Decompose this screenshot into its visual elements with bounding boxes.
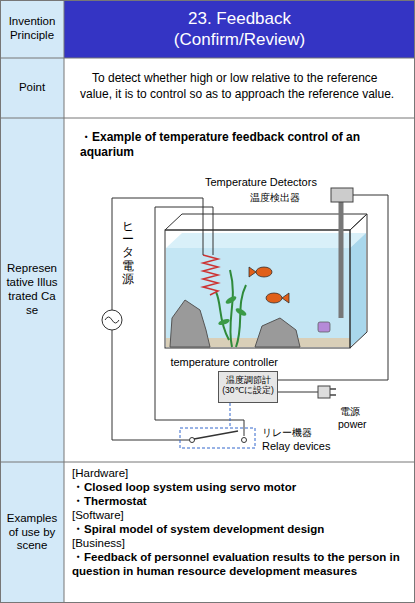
title-band: 23. Feedback (Confirm/Review) [64, 0, 415, 58]
plug-prongs [330, 389, 336, 395]
example-item: ・Closed loop system using servo motor [72, 480, 407, 494]
water-plant [216, 270, 246, 347]
grid-line [0, 118, 415, 119]
controller-box: temperature controller 温度調節計 (30℃に設定) [160, 356, 278, 403]
title-text: 23. Feedback (Confirm/Review) [160, 8, 320, 51]
water-side [350, 233, 366, 347]
row-label: Point [16, 81, 48, 95]
relay-switch [194, 431, 238, 439]
controller-text: 温度調節計 (30℃に設定) [218, 371, 278, 403]
part-label: 温度検出器 [250, 191, 300, 205]
grid-line [0, 58, 415, 59]
case-caption: ・Example of temperature feedback control… [72, 124, 407, 166]
heater-coil [203, 255, 218, 295]
example-item: ・Feedback of personnel evaluation result… [72, 550, 407, 578]
section-heading: [Business] [72, 536, 407, 550]
water [166, 248, 350, 347]
controller-label: temperature controller [160, 356, 278, 369]
examples-cell: [Hardware]・Closed loop system using serv… [64, 462, 415, 603]
heater-wire [112, 198, 203, 310]
fish [256, 267, 272, 277]
ac-wave [105, 317, 119, 323]
row-header: Invention Principle [0, 0, 64, 58]
water-surface [166, 233, 366, 248]
rock [255, 318, 300, 347]
control-signal [230, 403, 231, 428]
part-label: リレー機器 [262, 426, 312, 440]
tank-front [165, 230, 350, 348]
grid-line [64, 0, 65, 603]
row-label: Examples of use by scene [3, 512, 61, 553]
grid-line [0, 462, 415, 463]
part-label: 電源 [340, 405, 360, 419]
probe-cable [278, 195, 388, 380]
illustration-cell: ・Example of temperature feedback control… [64, 118, 415, 462]
row-header: Point [0, 58, 64, 118]
relay-terminal [242, 438, 247, 443]
tank-top [165, 214, 367, 230]
probe-head [331, 188, 353, 202]
relay-terminal [190, 438, 195, 443]
part-label: Relay devices [262, 440, 330, 452]
plant-leaf [235, 307, 248, 317]
row-label: Representative Illustrated Case [3, 262, 61, 317]
row-label: Invention Principle [3, 15, 61, 43]
example-item: ・Thermostat [72, 494, 407, 508]
source-wire [112, 330, 189, 440]
power-plug [318, 386, 330, 398]
plant-leaf [218, 318, 231, 327]
title-band-fill [64, 0, 415, 58]
header-column [0, 0, 64, 603]
point-text: To detect whether high or low relative t… [72, 64, 407, 108]
part-label: ヒータ電源 [122, 220, 134, 286]
part-label: power [338, 418, 367, 430]
section-heading: [Software] [72, 508, 407, 522]
part-label: Temperature Detectors [205, 176, 317, 188]
fish-tail [282, 293, 289, 303]
ac-source [102, 310, 122, 330]
power-cord [278, 392, 318, 393]
rock [170, 300, 210, 347]
example-item: ・Spiral model of system development desi… [72, 522, 407, 536]
fish [266, 293, 282, 303]
section-heading: [Hardware] [72, 466, 407, 480]
fish-tail [249, 267, 256, 277]
tank-side [350, 214, 367, 348]
plant-leaf [225, 295, 238, 305]
temperature-probe [339, 200, 344, 318]
relay-box [180, 428, 255, 448]
row-header: Examples of use by scene [0, 462, 64, 603]
point-cell: To detect whether high or low relative t… [64, 58, 415, 118]
row-header: Representative Illustrated Case [0, 118, 64, 462]
air-stone [318, 322, 330, 332]
